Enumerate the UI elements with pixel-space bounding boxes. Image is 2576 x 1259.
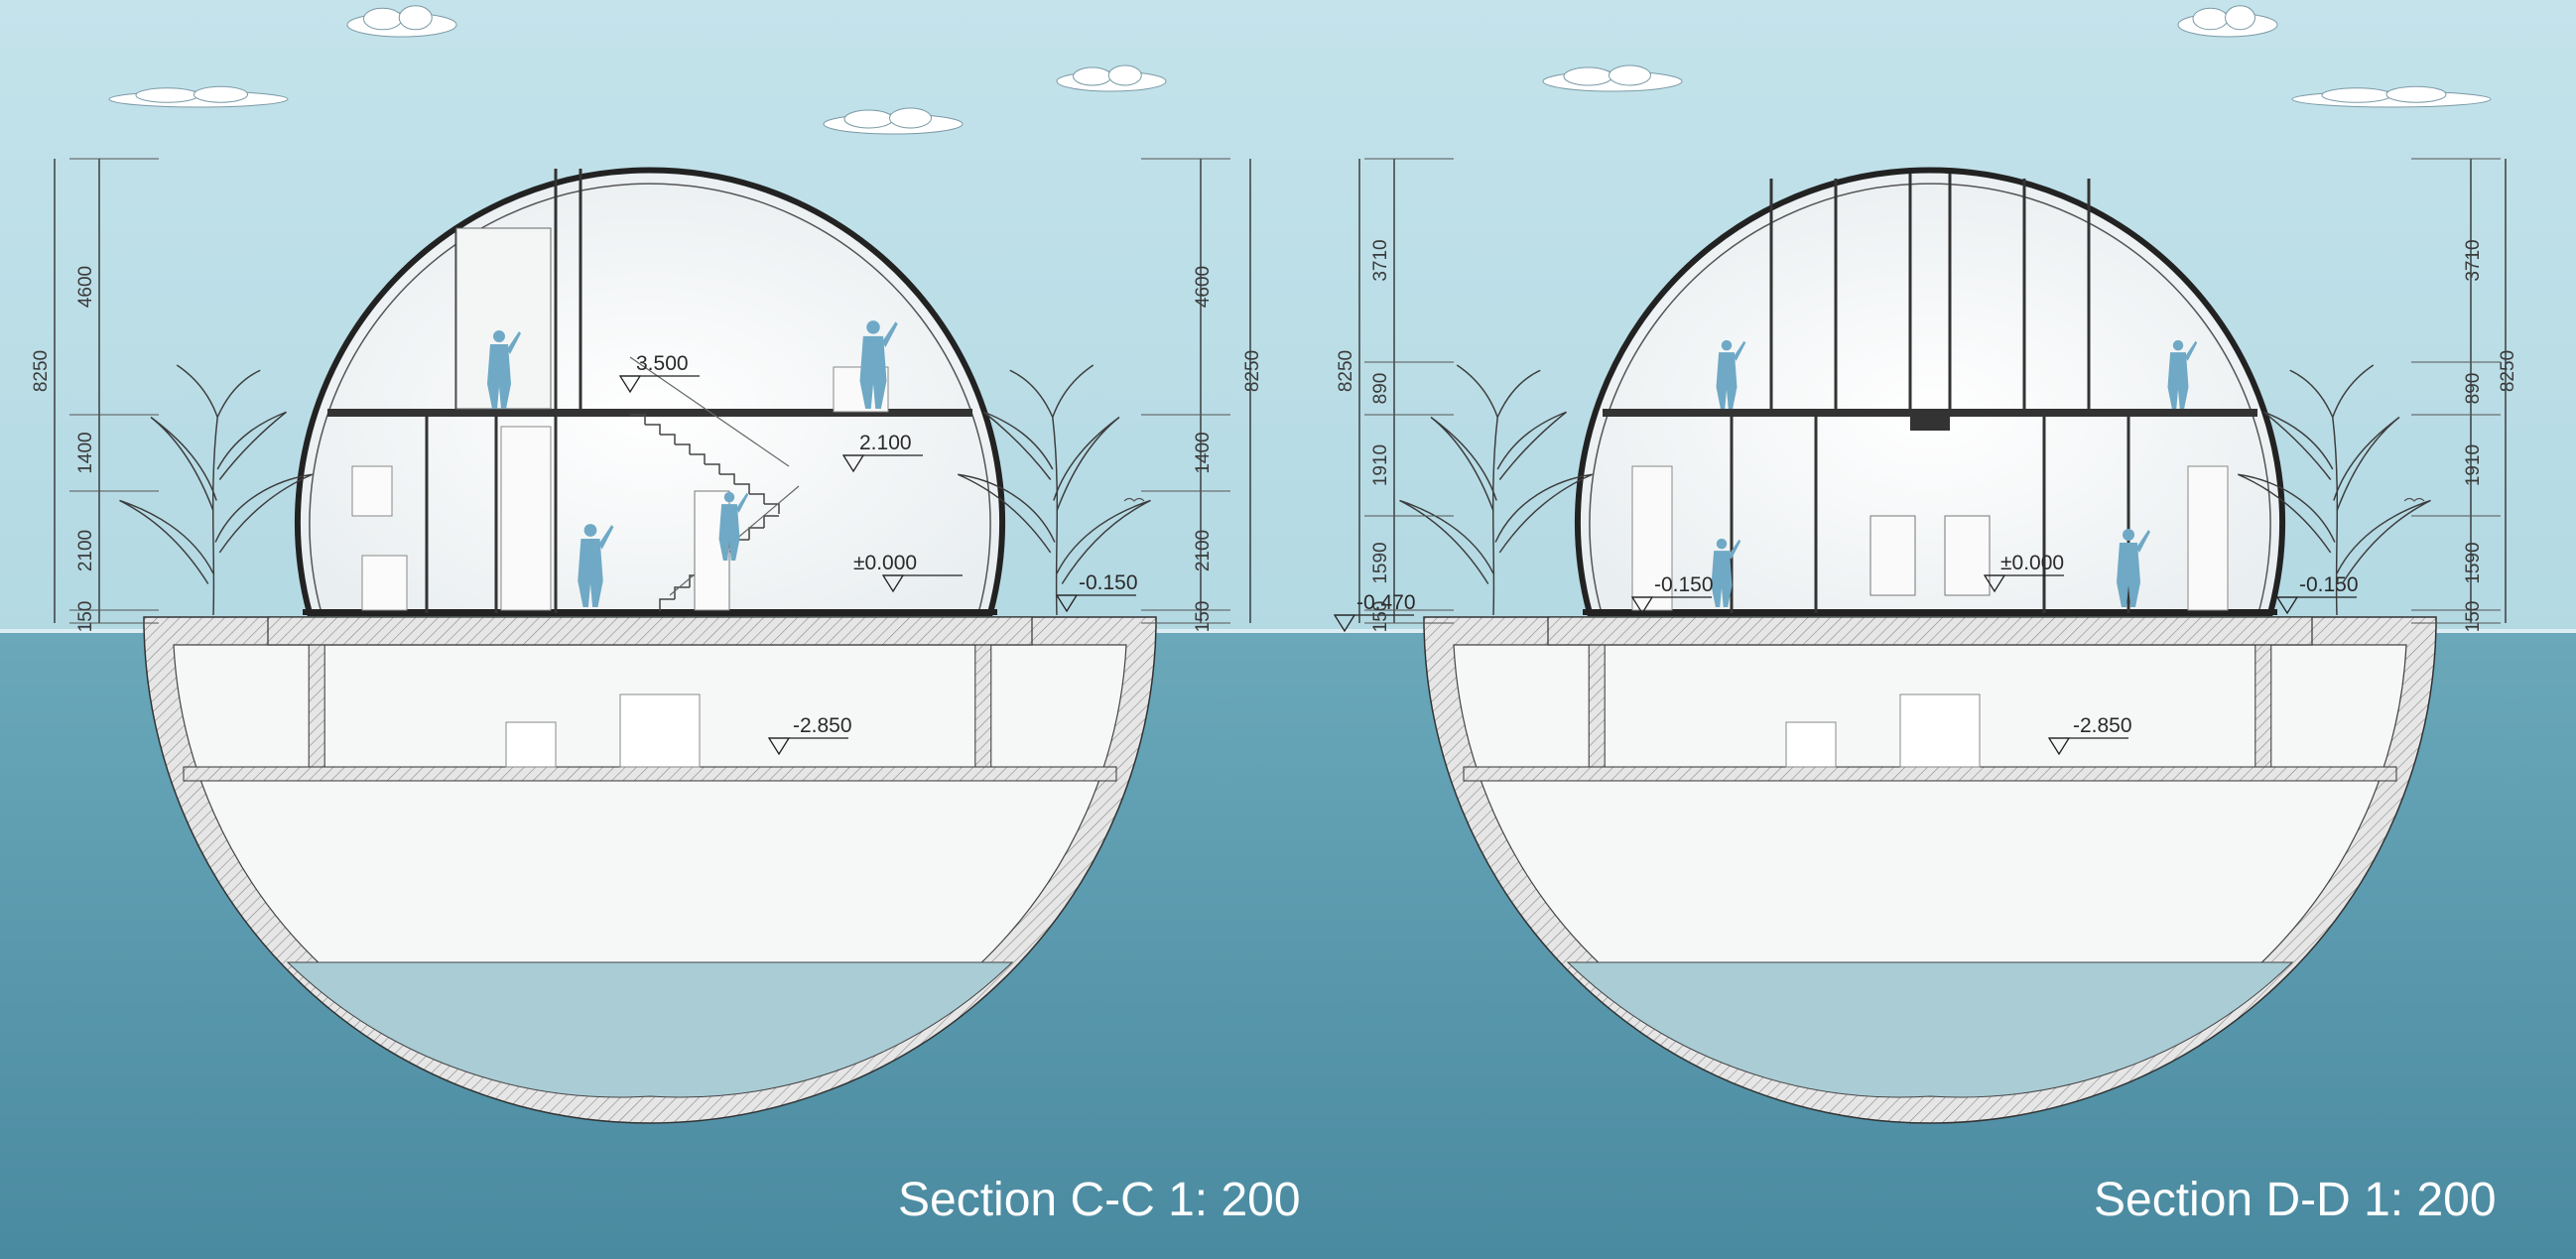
- dimension-label: 150: [1193, 601, 1214, 633]
- bird-icon: [2403, 497, 2425, 502]
- dimension-label: 1400: [1193, 432, 1214, 473]
- level-marker-icon: 2.100: [841, 432, 923, 473]
- dimension-label: 150: [75, 601, 96, 633]
- tree-icon: [2237, 364, 2431, 616]
- dimension-label: 4600: [75, 266, 96, 308]
- dimension-chain: 3710 890 1910 1590 150 8250: [2411, 158, 2518, 633]
- living-bubble: 3.500 2.100 ±0.000: [267, 167, 1033, 646]
- section-c-c-title: Section C-C 1: 200: [898, 1174, 1301, 1226]
- dimension-label: 1590: [2463, 542, 2484, 583]
- bird-icon: [1123, 497, 1145, 502]
- level-marker-icon: -2.850: [767, 714, 852, 756]
- cloud-icon: [108, 85, 289, 108]
- level-label: ±0.000: [853, 552, 917, 574]
- tree-icon: [119, 364, 314, 616]
- dimension-chain: 4600 1400 2100 150 8250: [1141, 158, 1263, 633]
- dimension-chain: 3710 890 1910 1590 150 8250: [1336, 158, 1454, 633]
- level-marker-icon: -2.850: [2047, 714, 2132, 756]
- level-label: -2.850: [2073, 714, 2132, 737]
- dimension-label: 1910: [2463, 444, 2484, 486]
- level-label: ±0.000: [2000, 552, 2064, 574]
- cloud-icon: [346, 5, 457, 38]
- person-figure-icon: [2167, 339, 2198, 409]
- level-marker-icon: -0.470: [1333, 591, 1416, 633]
- floating-hull: -2.850: [1423, 616, 2437, 1124]
- person-figure-icon: [1711, 538, 1741, 607]
- tree-icon: [1399, 364, 1594, 616]
- level-marker-icon: -0.150: [1630, 573, 1714, 615]
- person-figure-icon: [578, 524, 614, 607]
- dimension-total-label: 8250: [31, 350, 52, 392]
- dimension-label: 3710: [2463, 239, 2484, 281]
- level-label: -0.150: [1079, 571, 1138, 594]
- person-figure-icon: [859, 320, 898, 409]
- cloud-icon: [2177, 5, 2278, 38]
- dimension-label: 2100: [1193, 530, 1214, 571]
- level-label: 3.500: [636, 352, 689, 375]
- dimension-label: 4600: [1193, 266, 1214, 308]
- cloud-icon: [1056, 64, 1167, 92]
- dimension-chain: 4600 1400 2100 150 8250: [31, 158, 159, 633]
- dimension-total-label: 8250: [1242, 350, 1263, 392]
- person-figure-icon: [718, 491, 749, 561]
- level-label: -0.150: [2299, 573, 2359, 596]
- cloud-icon: [2291, 85, 2492, 108]
- level-marker-icon: ±0.000: [1983, 552, 2064, 593]
- section-d-d-title: Section D-D 1: 200: [2094, 1174, 2497, 1226]
- person-figure-icon: [487, 330, 521, 409]
- cloud-icon: [823, 107, 964, 135]
- level-marker-icon: -0.150: [2275, 573, 2359, 615]
- level-label: -0.150: [1654, 573, 1714, 596]
- level-label: -0.470: [1356, 591, 1416, 614]
- section-d-d: -2.850 ±0.000 -0.150 -0.150 3710 890 1910 1590 1…: [1336, 158, 2518, 1124]
- level-marker-icon: -0.150: [1055, 571, 1138, 613]
- dimension-total-label: 8250: [2498, 350, 2518, 392]
- dimension-label: 1400: [75, 432, 96, 473]
- level-marker-icon: ±0.000: [853, 552, 963, 593]
- cloud-icon: [1542, 64, 1683, 92]
- level-marker-icon: 3.500: [618, 352, 700, 394]
- level-label: 2.100: [859, 432, 912, 454]
- section-c-c: -2.850 3.500 2.100 ±0.000 -0.150 -0.470 4600 14…: [31, 158, 1416, 1124]
- dimension-label: 150: [2463, 601, 2484, 633]
- living-bubble: ±0.000: [1547, 167, 2313, 646]
- dimension-label: 1590: [1370, 542, 1391, 583]
- dimension-label: 890: [1370, 373, 1391, 405]
- dimension-label: 150: [1370, 601, 1391, 633]
- dimension-label: 3710: [1370, 239, 1391, 281]
- level-label: -2.850: [793, 714, 852, 737]
- waterline: [0, 629, 2576, 633]
- tree-icon: [957, 364, 1151, 616]
- dimension-label: 2100: [75, 530, 96, 571]
- dimension-label: 890: [2463, 373, 2484, 405]
- floating-hull: -2.850: [143, 616, 1157, 1124]
- dimension-label: 1910: [1370, 444, 1391, 486]
- person-figure-icon: [1716, 339, 1746, 409]
- dimension-total-label: 8250: [1336, 350, 1356, 392]
- person-figure-icon: [2117, 529, 2150, 607]
